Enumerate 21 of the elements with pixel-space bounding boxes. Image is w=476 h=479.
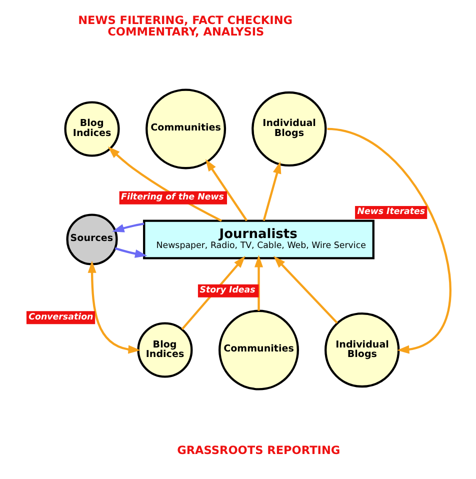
node-circle: Individual Blogs — [251, 91, 326, 167]
arrow — [204, 159, 248, 222]
arrow — [262, 161, 281, 221]
node-circle: Communities — [218, 310, 298, 390]
arrow — [87, 260, 140, 354]
node-circle: Communities — [145, 88, 226, 170]
edge-label: News Iterates — [356, 207, 425, 218]
label: GRASSROOTS REPORTING — [176, 444, 340, 457]
arrow — [326, 128, 451, 354]
arrow — [111, 222, 144, 232]
arrow — [114, 247, 147, 258]
node-circle: Individual Blogs — [324, 312, 400, 388]
node-circle: Blog Indices — [136, 322, 192, 378]
edge-label: Story Ideas — [199, 286, 255, 296]
node-circle: Sources — [66, 214, 118, 266]
edge-label: Conversation — [28, 312, 93, 322]
arrow — [254, 255, 263, 311]
node-box: Journalists Newspaper, Radio, TV, Cable, Web, Wire Service — [142, 220, 374, 260]
arrow — [273, 256, 338, 324]
edge-label: Filtering of the News — [120, 192, 224, 203]
label: NEWS FILTERING, FACT CHECKING COMMENTARY, ANALYSIS — [78, 14, 292, 38]
